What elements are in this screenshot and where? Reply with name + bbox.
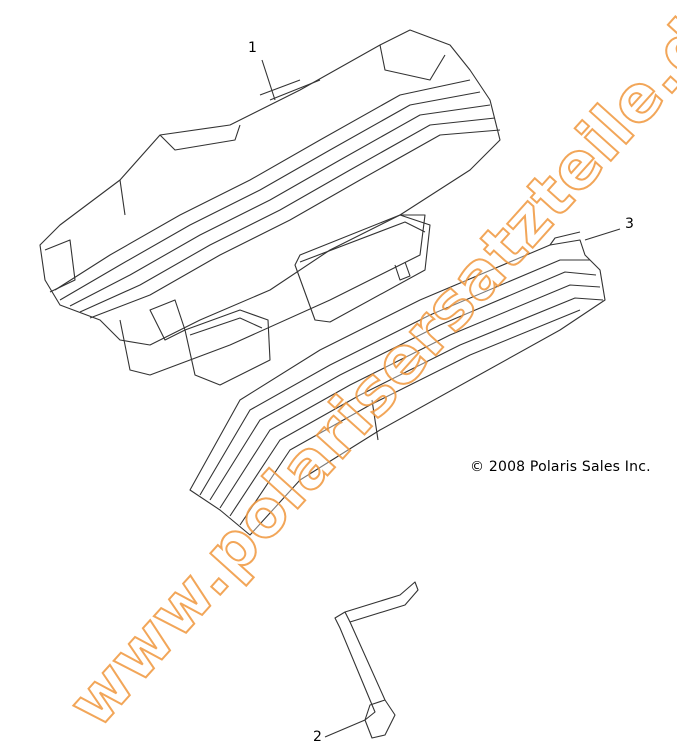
part-2-clip — [334, 581, 419, 739]
part-1-instrument-cluster — [39, 29, 501, 386]
callout-1: 1 — [248, 40, 257, 56]
part-3-rear-cover — [189, 231, 606, 536]
leader-line-1 — [261, 59, 276, 101]
callout-2: 2 — [313, 729, 322, 745]
callout-3: 3 — [625, 216, 634, 232]
leader-line-2 — [324, 719, 366, 738]
leader-line-3 — [584, 228, 621, 241]
copyright-text: © 2008 Polaris Sales Inc. — [470, 459, 651, 475]
